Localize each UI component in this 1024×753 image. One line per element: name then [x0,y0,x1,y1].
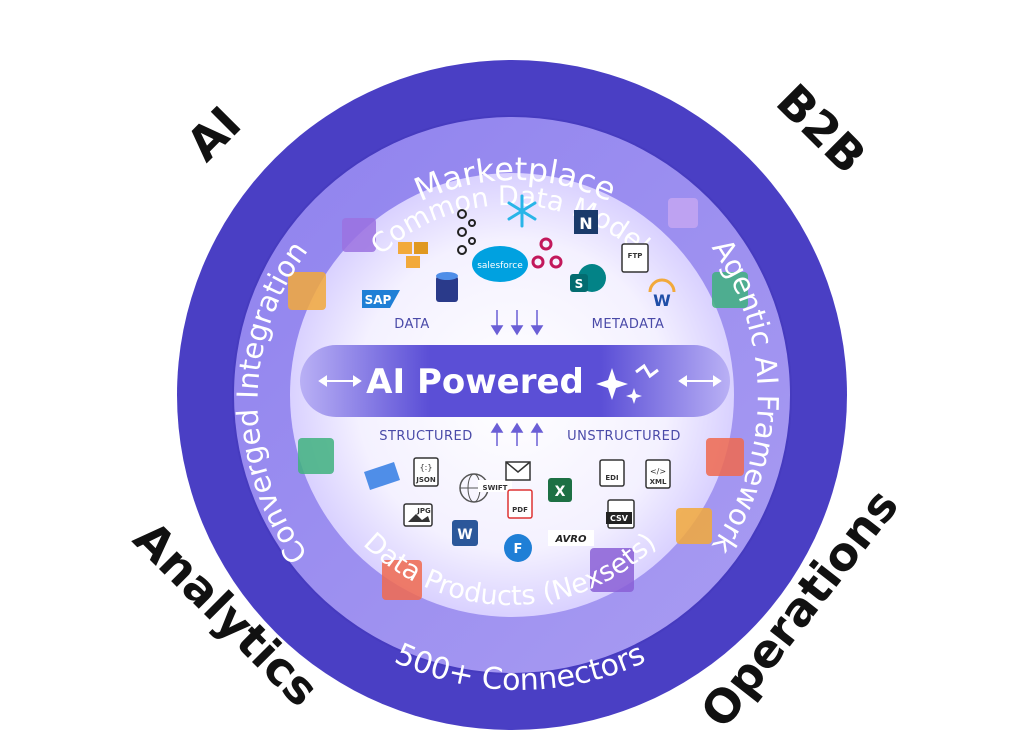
ftp-icon: FTP [621,243,649,273]
csv-text: CSV [610,514,629,523]
netsuite-icon: N [574,210,598,234]
ai-powered-pill [300,345,730,417]
kafka-icon [457,209,476,255]
xml-icon: </> XML [645,459,671,489]
pdf-text: PDF [512,506,528,514]
left-double-arrow [318,375,362,387]
svg-text:W: W [457,527,472,543]
down-arrows [490,310,544,336]
corner-ai: AI [176,96,251,171]
jpg-icon: JPG [403,503,433,527]
corner-b2b: B2B [766,73,876,183]
webhook-icon [531,237,563,269]
jpg-text: JPG [416,507,431,515]
edi-text: EDI [605,474,618,482]
swift-label-icon: SWIFT [478,480,512,492]
up-arrows [490,422,544,446]
avro-text: AVRO [554,534,587,545]
workday-icon: W [648,278,676,310]
swift-text: SWIFT [483,484,508,492]
format-icons: {:} JSON SWIFT PDF X EDI [364,457,671,562]
svg-text:F: F [514,542,523,557]
metadata-label: METADATA [592,317,665,332]
sap-icon: SAP [362,290,400,308]
salesforce-text: salesforce [477,261,523,271]
svg-text:N: N [579,214,592,233]
json-icon: {:} JSON [413,457,439,487]
svg-text:X: X [555,484,566,500]
svg-text:</>: </> [650,467,666,476]
database-icon [436,272,458,302]
edi-icon: EDI [599,459,625,487]
json-text: JSON [415,476,436,484]
snowflake-icon [507,194,537,228]
decorative-cubes [288,198,748,600]
excel-icon: X [548,478,572,502]
aws-icon [398,242,428,268]
sparkle-icon [596,363,659,404]
sap-text: SAP [365,293,392,307]
data-label: DATA [394,317,430,332]
svg-text:W: W [653,291,671,310]
xml-text: XML [650,478,667,486]
pdf-icon: PDF [507,489,533,519]
ftp-text: FTP [628,252,643,260]
right-double-arrow [678,375,722,387]
mail-icon [505,461,531,481]
svg-text:{:}: {:} [420,463,433,472]
structured-label: STRUCTURED [379,429,473,444]
source-icons: N salesforce S FTP SAP W [362,194,676,310]
unstructured-label: UNSTRUCTURED [567,429,681,444]
grid-icon [364,462,400,490]
salesforce-icon: salesforce [472,246,528,282]
word-icon: W [452,520,478,546]
csv-icon: CSV [606,499,635,529]
avro-icon: AVRO [548,530,594,546]
sharepoint-icon: S [570,264,606,292]
svg-text:S: S [575,277,584,291]
ai-powered-title: AI Powered [366,362,584,402]
fivetran-icon: F [504,534,532,562]
